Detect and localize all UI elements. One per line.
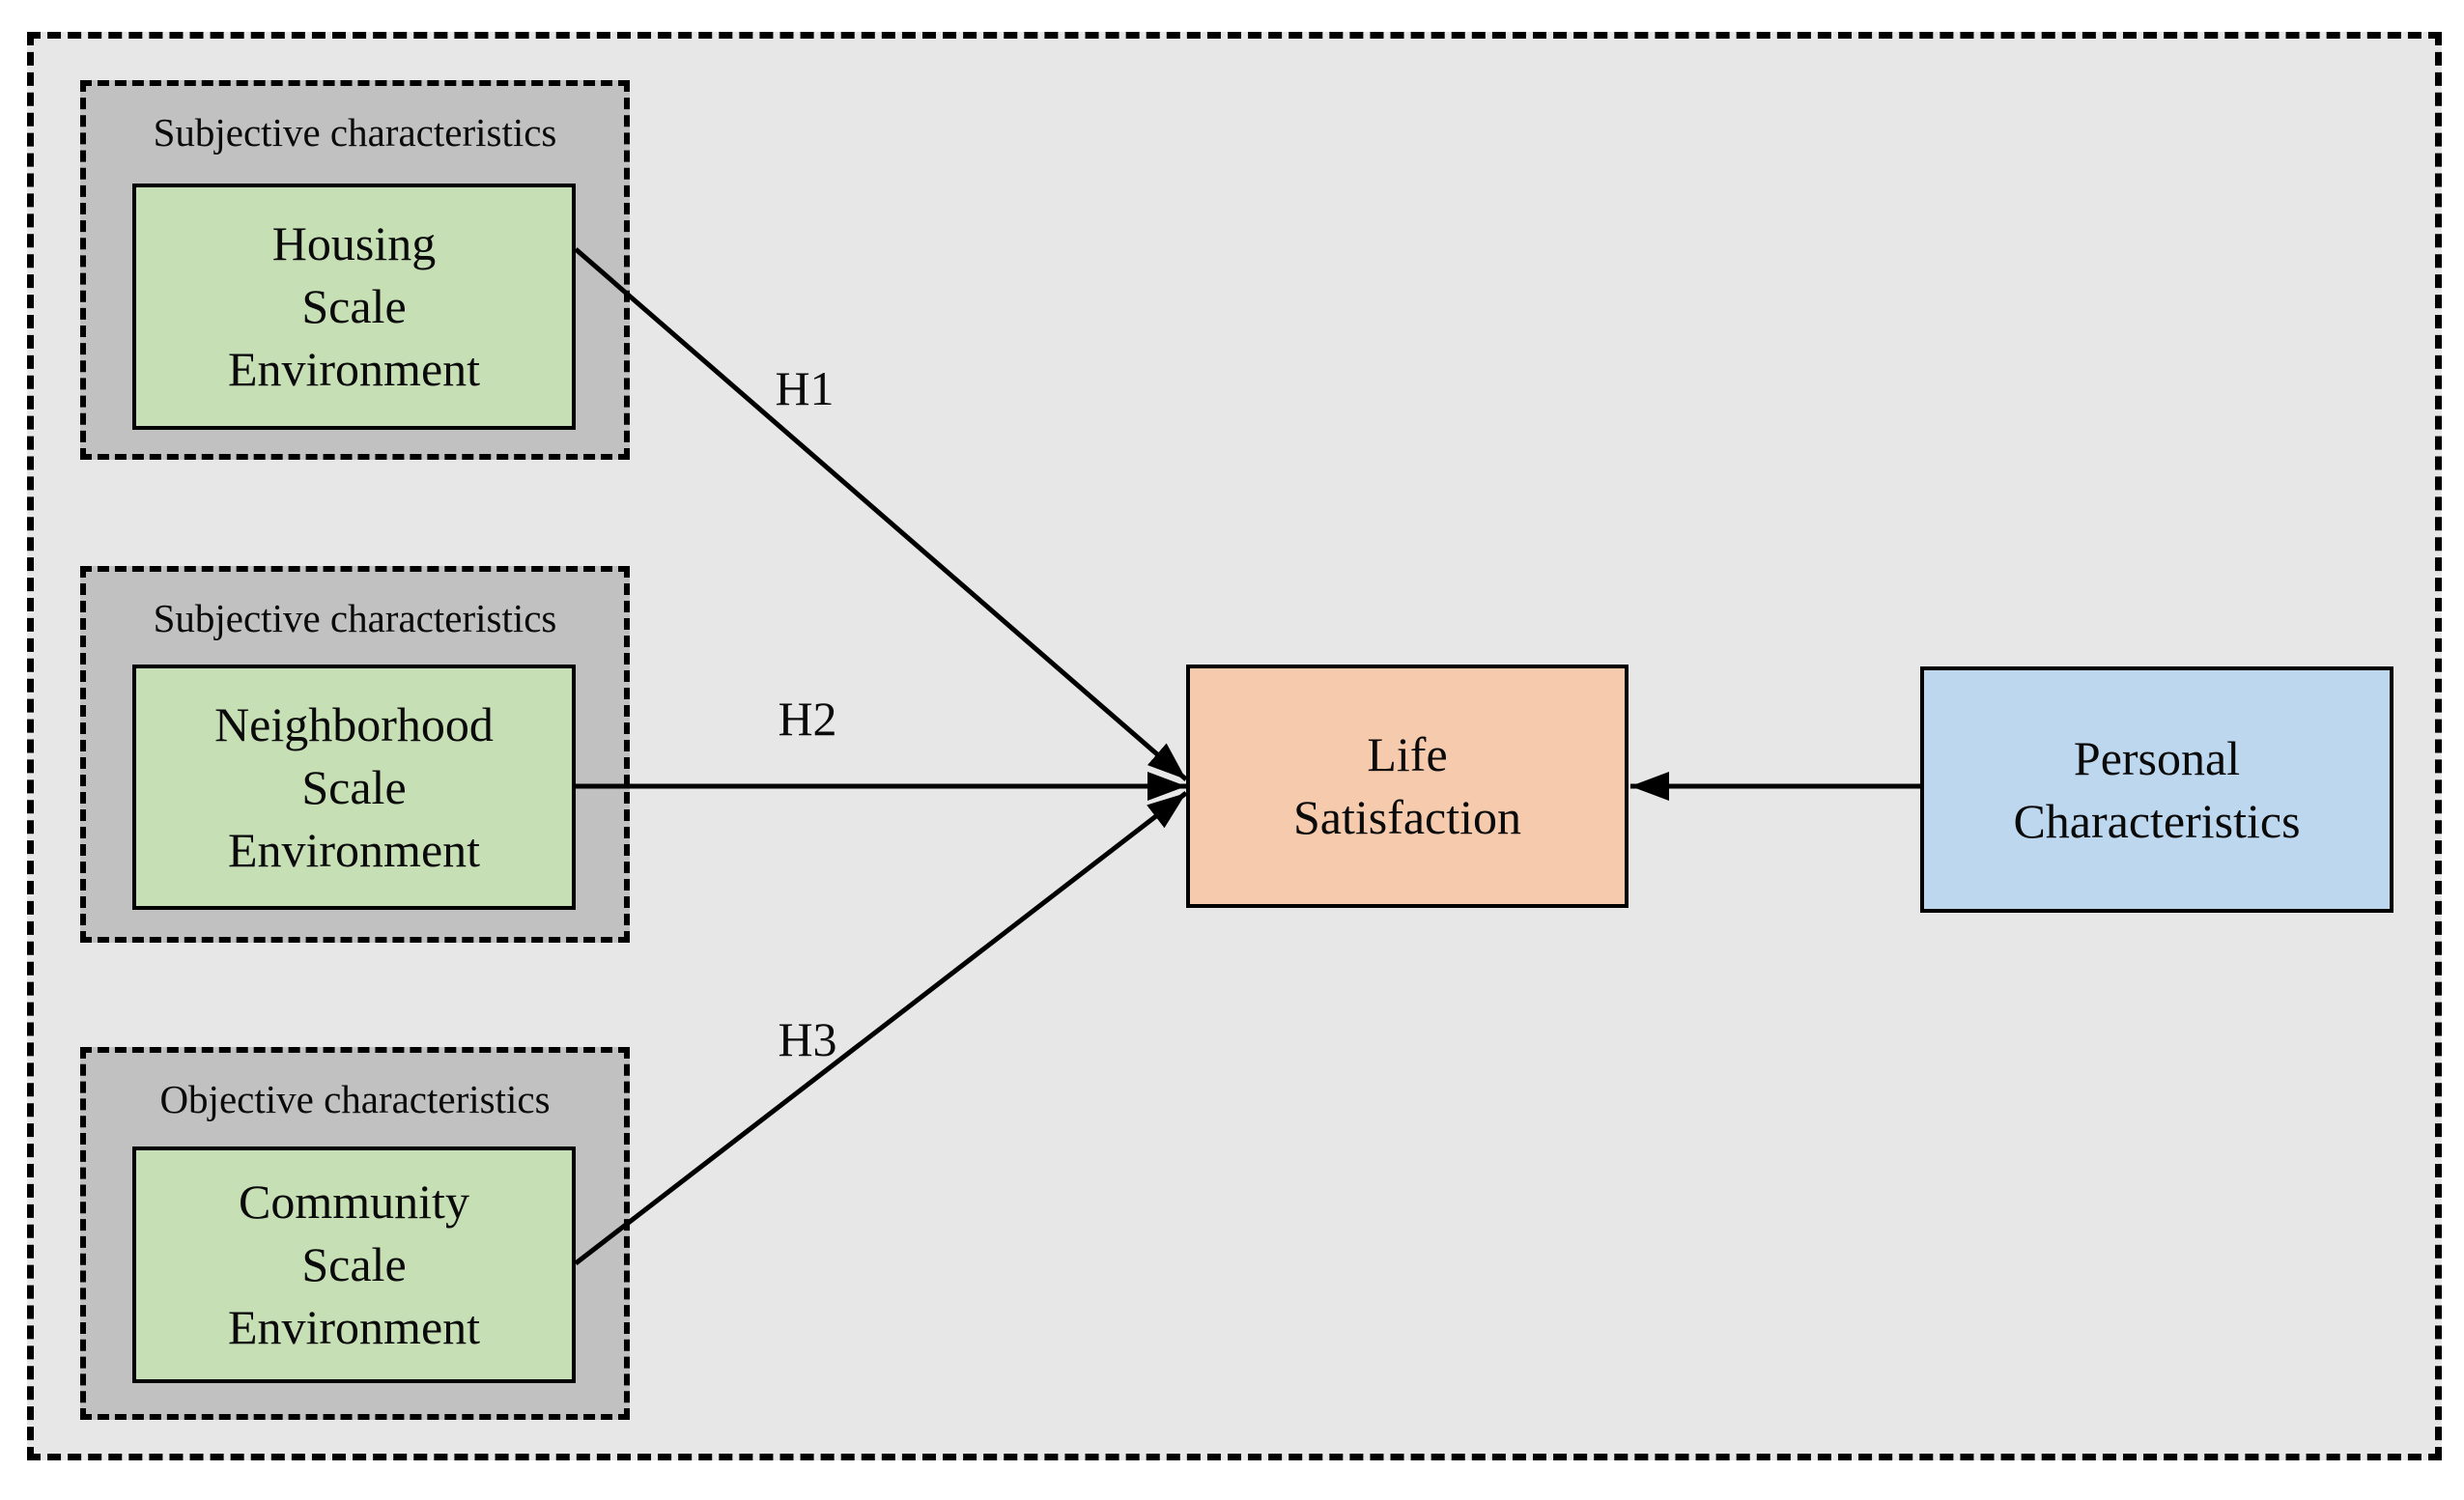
community-scale-environment-box: Community Scale Environment: [132, 1146, 576, 1383]
life-satisfaction-box: Life Satisfaction: [1186, 665, 1629, 908]
hypothesis-label-h1: H1: [775, 361, 835, 415]
housing-scale-environment-box: Housing Scale Environment: [132, 184, 576, 430]
group-box-neighborhood: Subjective characteristics Neighborhood …: [80, 566, 630, 943]
group-box-housing: Subjective characteristics Housing Scale…: [80, 80, 630, 460]
hypothesis-label-h3: H3: [778, 1012, 837, 1066]
personal-characteristics-box: Personal Characteristics: [1920, 666, 2393, 913]
group-tag-neighborhood: Subjective characteristics: [153, 596, 557, 640]
group-tag-housing: Subjective characteristics: [153, 110, 557, 155]
neighborhood-scale-environment-box: Neighborhood Scale Environment: [132, 665, 576, 910]
hypothesis-label-h2: H2: [778, 692, 837, 746]
group-tag-community: Objective characteristics: [159, 1077, 551, 1121]
group-box-community: Objective characteristics Community Scal…: [80, 1047, 630, 1420]
